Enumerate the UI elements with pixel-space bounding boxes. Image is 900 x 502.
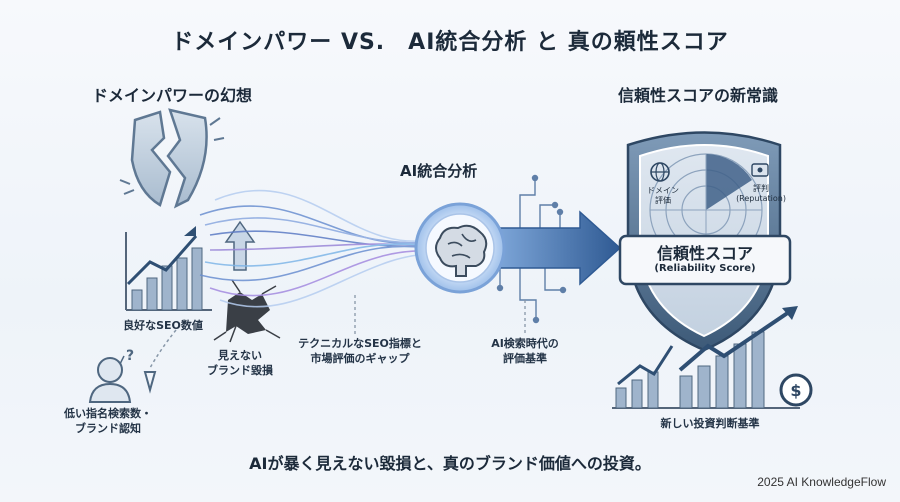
dashed-connector: [149, 329, 177, 369]
person-question-icon: [88, 355, 132, 403]
score-banner: [618, 234, 792, 286]
investment-chart-icon: [612, 306, 813, 409]
reputation-label: 評判 (Reputation): [728, 184, 794, 204]
seo-label: 良好なSEO数値: [123, 319, 203, 332]
domain-eval-label: ドメイン 評価: [638, 186, 688, 206]
reputation-line1: 評判: [753, 184, 769, 193]
invest-label: 新しい投資判断基準: [660, 417, 760, 430]
low-search-line2: ブランド認知: [75, 422, 141, 435]
crack-icon: [213, 279, 281, 343]
brain-icon: [414, 202, 506, 294]
low-search-line1: 低い指名検索数・: [64, 407, 152, 420]
gap-label: テクニカルなSEO指標と 市場評価のギャップ: [290, 336, 430, 366]
domain-eval-line1: ドメイン: [647, 186, 679, 195]
hidden-damage-line1: 見えない: [218, 349, 262, 362]
left-heading: ドメインパワーの幻想: [92, 86, 253, 105]
data-flow-lines: [199, 189, 441, 308]
right-heading: 信頼性スコアの新常識: [618, 86, 779, 105]
broken-shield-icon: [119, 108, 225, 209]
question-mark-text: ?: [126, 348, 134, 364]
seo-bar-chart-icon: [125, 220, 256, 311]
hidden-damage-line2: ブランド毀損: [207, 364, 273, 377]
dollar-symbol-text: $: [790, 381, 801, 400]
page-title: ドメインパワー VS. AI統合分析 と 真の頼性スコア: [171, 30, 729, 55]
score-subtitle: (Reliability Score): [654, 263, 756, 274]
score-title: 信頼性スコア: [656, 244, 753, 263]
credit-text: 2025 AI KnowledgeFlow: [757, 475, 886, 489]
ai-criteria-label: AI検索時代の 評価基準: [480, 336, 570, 366]
center-heading: AI統合分析: [400, 162, 478, 180]
ai-criteria-line1: AI検索時代の: [491, 337, 559, 350]
hidden-damage-label: 見えない ブランド毀損: [200, 348, 280, 378]
gap-label-line2: 市場評価のギャップ: [310, 352, 410, 365]
domain-eval-line2: 評価: [655, 196, 671, 205]
footer-message: AIが暴く見えない毀損と、真のブランド価値への投資。: [249, 454, 651, 473]
reputation-line2: (Reputation): [736, 194, 786, 203]
ai-criteria-line2: 評価基準: [503, 352, 547, 365]
gap-label-line1: テクニカルなSEO指標と: [298, 337, 422, 350]
down-arrow-icon: [143, 371, 157, 394]
low-search-label: 低い指名検索数・ ブランド認知: [48, 406, 168, 436]
